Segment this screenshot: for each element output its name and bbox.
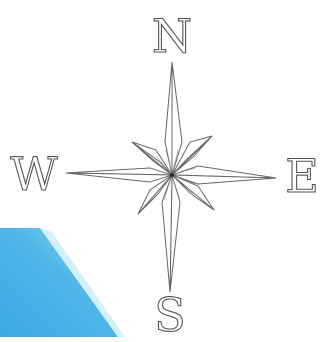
east-label: E — [285, 149, 319, 203]
south-label: S — [154, 288, 186, 337]
west-label: W — [10, 147, 58, 201]
compass-center-dot — [170, 173, 174, 177]
north-label: N — [152, 9, 192, 63]
